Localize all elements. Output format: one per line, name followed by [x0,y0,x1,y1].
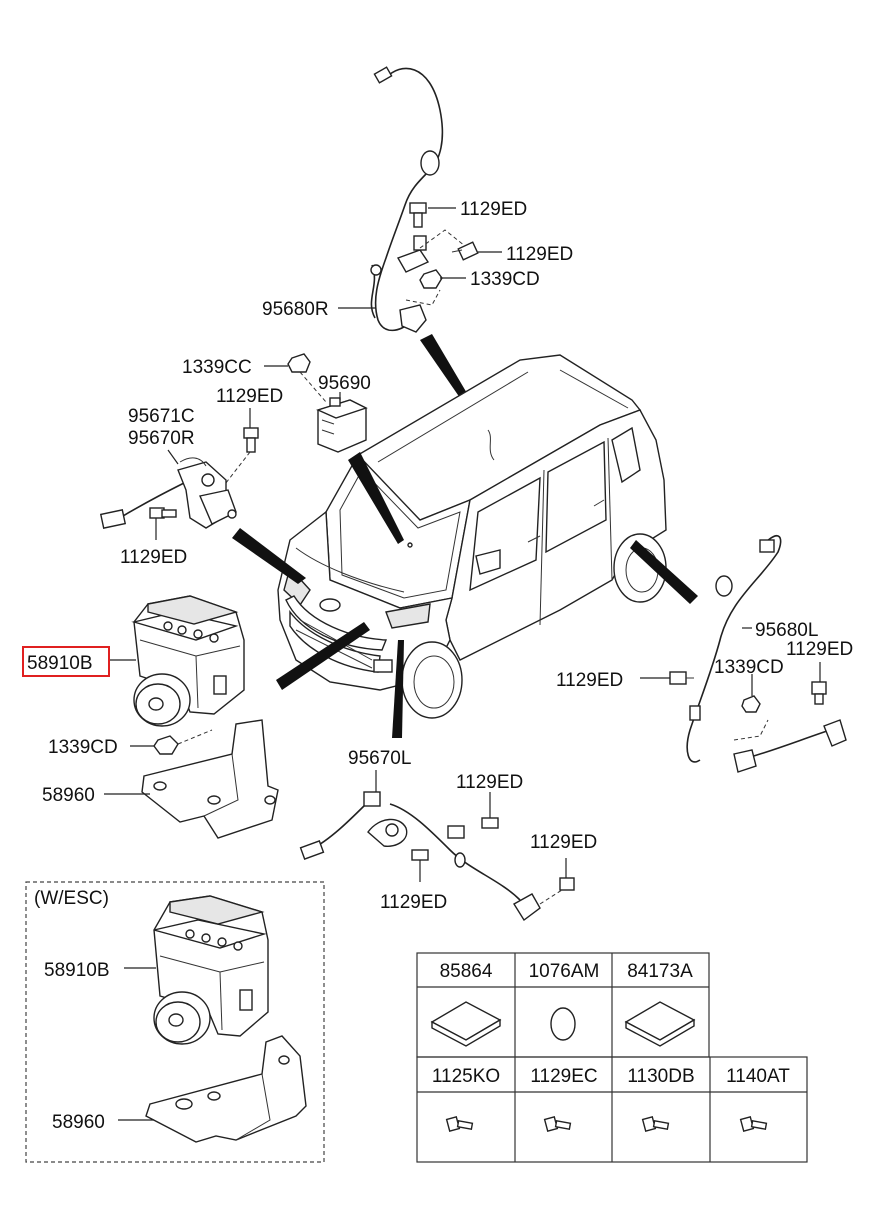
pointer-arrow-front-left [392,640,404,738]
table-part-85864: 85864 [440,961,493,982]
callout-1129ED-9: 1129ED [786,639,853,660]
esc-bracket [145,1035,307,1143]
table-part-1130DB: 1130DB [627,1066,694,1087]
bolt-icon-1125KO [445,1116,474,1132]
bolt-1129ED-rl-1 [669,671,694,685]
bolt-icon-1140AT [739,1116,768,1132]
callout-1339CD-1: 1339CD [470,269,540,290]
esc-callout-58910B: 58910B [44,960,110,981]
callout-1129ED-3: 1129ED [216,386,283,407]
bolt-1129ED-front-right-top [243,427,259,453]
callout-95690: 95690 [318,373,371,394]
callout-1339CD-3: 1339CD [714,657,784,678]
wheel-speed-sensor-rear-right [370,66,471,333]
callout-1129ED-4: 1129ED [120,547,187,568]
pointer-arrow-rear-left [630,540,698,604]
callout-1129ED-5: 1129ED [456,772,523,793]
callout-58960: 58960 [42,785,95,806]
bolt-1129ED-fl-2 [411,849,429,882]
nut-1339CD-rl [741,674,761,713]
wheel-speed-sensor-rear-left [686,535,847,773]
bolt-icon-1129EC [543,1116,572,1132]
esc-callout-58960: 58960 [52,1112,105,1133]
abs-hydraulic-unit-58910B [131,595,245,727]
table-part-1129EC: 1129EC [530,1066,597,1087]
esc-hydraulic-unit [153,895,269,1045]
callout-95670R: 95670R [128,428,195,449]
esc-variant-box [25,881,325,1163]
callout-95670L: 95670L [348,748,411,769]
callout-95680R: 95680R [262,299,329,320]
nut-1339CD-top [419,269,443,289]
nut-1339CC [264,353,311,373]
highlight-box-58910B [22,646,110,677]
pad-icon-84173A [624,1001,696,1047]
callout-1129ED-6: 1129ED [380,892,447,913]
callout-1129ED-1: 1129ED [460,199,527,220]
yaw-rate-sensor-95690 [316,392,368,453]
abs-bracket-58960 [141,719,279,839]
table-part-84173A: 84173A [627,961,693,982]
callout-1339CD-2: 1339CD [48,737,118,758]
pointer-arrow-yaw [348,452,404,544]
bolt-1129ED-fl-3 [559,858,575,891]
callout-1129ED-8: 1129ED [556,670,623,691]
callout-1339CC: 1339CC [182,357,252,378]
bolt-1129ED-mid [451,241,479,261]
pad-icon-85864 [430,1001,502,1047]
esc-box-title: (W/ESC) [34,888,109,909]
callout-58910B[interactable]: 58910B [27,653,93,674]
table-part-1125KO: 1125KO [432,1066,500,1087]
hardware-parts-table: 85864 1076AM 84173A 1125KO 1129EC 1130DB… [416,952,808,1163]
front-left-sensor-assembly [299,791,541,922]
pointer-arrow-front-right [232,528,306,584]
table-part-1140AT: 1140AT [726,1066,790,1087]
front-right-sensor-assembly [99,457,237,529]
grommet-icon-1076AM [550,1007,576,1041]
callout-95680L: 95680L [755,620,818,641]
bolt-icon-1130DB [641,1116,670,1132]
bolt-1129ED-rl-2 [811,662,827,705]
bolt-1129ED-front-right-low [149,507,177,519]
bolt-1129ED-top [409,202,427,228]
callout-1129ED-7: 1129ED [530,832,597,853]
callout-1129ED-2: 1129ED [506,244,573,265]
table-part-1076AM: 1076AM [529,961,600,982]
nut-1339CD-bracket [130,735,179,755]
callout-95671C: 95671C [128,406,195,427]
pointer-arrow-abs [276,622,370,690]
bolt-1129ED-fl-1 [481,792,499,829]
